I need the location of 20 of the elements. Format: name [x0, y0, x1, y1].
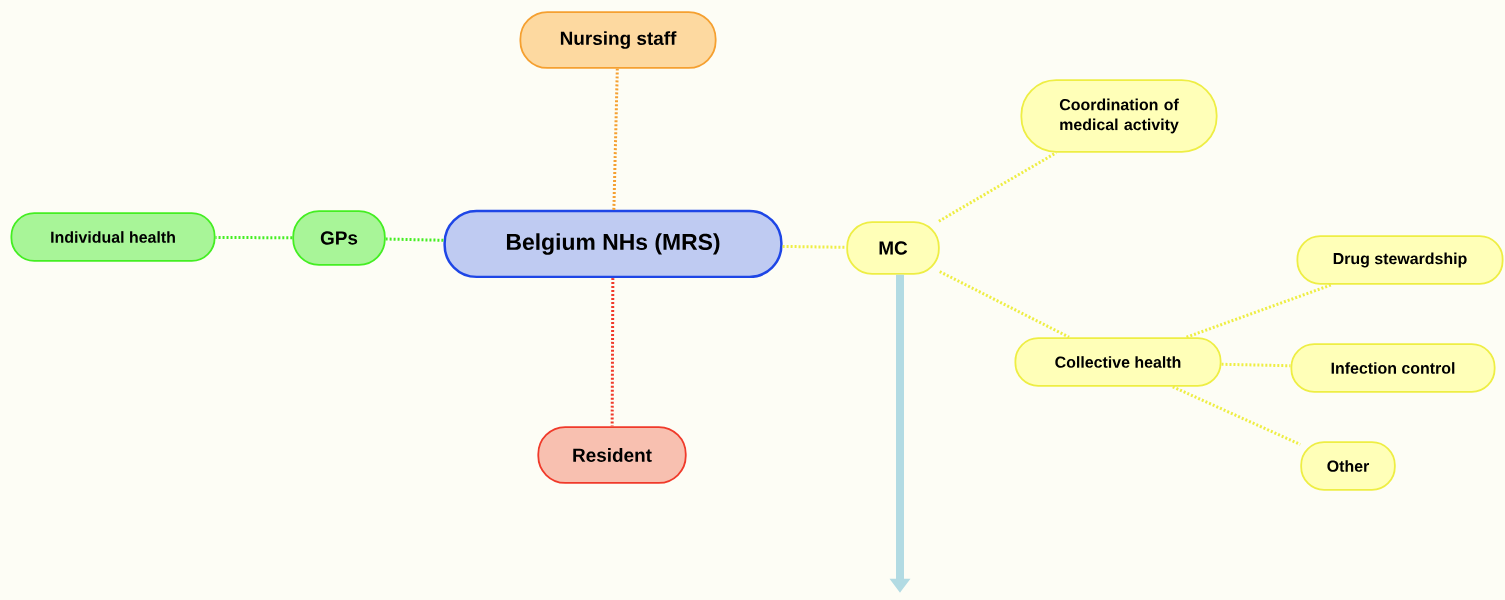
- connector-line: [612, 68, 619, 210]
- connector-line: [939, 270, 1070, 339]
- connector-line: [1186, 283, 1332, 339]
- topic-box: Resident: [537, 426, 687, 484]
- connector-line: [938, 151, 1057, 223]
- topic-box: Belgium NHs (MRS): [443, 209, 783, 279]
- connector-line: [782, 244, 847, 249]
- connector-line: [610, 278, 615, 427]
- topic-box: Infection control: [1290, 343, 1496, 393]
- topic-box: Other: [1300, 441, 1396, 491]
- connector-line: [1172, 385, 1301, 446]
- topic-box: Drug stewardship: [1296, 235, 1504, 285]
- topic-box: Coordination of medical activity: [1020, 79, 1218, 153]
- connector-line: [215, 235, 293, 240]
- topic-box: MC: [846, 221, 940, 275]
- topic-box: Collective health: [1014, 337, 1222, 387]
- topic-box: Individual health: [10, 212, 216, 262]
- connector-line: [385, 237, 444, 242]
- topic-box: Nursing staff: [519, 11, 717, 69]
- connector-line: [1221, 362, 1291, 368]
